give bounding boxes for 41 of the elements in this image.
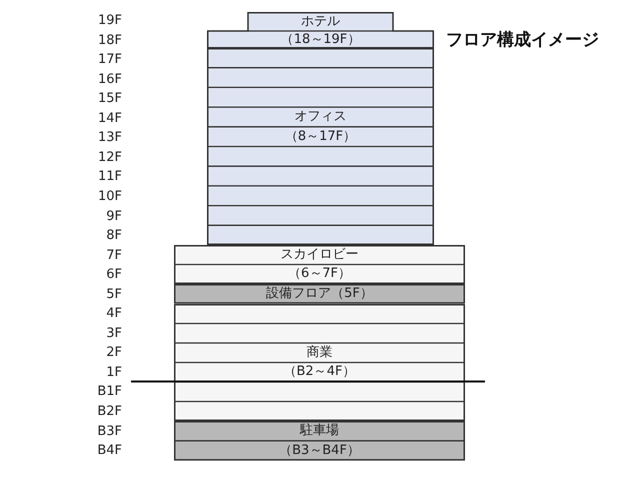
section-label: 商業 [306, 344, 332, 361]
floor-number: B2F [97, 404, 122, 419]
floor-range-label: （B2～4F） [284, 364, 356, 380]
floor-number: 3F [106, 326, 122, 341]
floor-number: 2F [106, 345, 122, 360]
floor-number: B4F [97, 443, 122, 458]
floor-number: 19F [98, 13, 122, 28]
floor-number: B3F [97, 424, 122, 439]
floor-number: 17F [98, 52, 122, 68]
floor-number: 5F [106, 286, 122, 302]
floor-number: 13F [98, 130, 122, 146]
floor-number: 12F [98, 150, 122, 165]
floor-number: 10F [98, 188, 122, 204]
sky-lobby-section [174, 245, 465, 284]
floor-number: 7F [106, 248, 122, 263]
section-label: 駐車場 [300, 422, 339, 439]
floor-number: 15F [98, 91, 122, 106]
floor-number: 16F [98, 72, 122, 87]
floor-number: 9F [106, 208, 122, 224]
equipment-floor-section [174, 284, 465, 304]
floor-number: 6F [106, 267, 122, 282]
floor-number: B1F [97, 384, 122, 400]
section-label: 設備フロア（5F） [266, 286, 373, 302]
section-label: スカイロビー [280, 246, 358, 263]
floor-number: 11F [98, 169, 122, 184]
floor-range-label: （18～19F） [280, 32, 360, 48]
floor-range-label: （8～17F） [284, 128, 356, 145]
floor-number: 18F [98, 32, 122, 48]
floor-number: 8F [106, 228, 122, 244]
floor-number: 14F [98, 110, 122, 126]
parking-section [174, 421, 465, 461]
hotel-section [207, 12, 434, 48]
section-label: ホテル [301, 14, 340, 30]
section-label: オフィス [294, 108, 346, 125]
office-section [207, 48, 434, 245]
title: フロア構成イメージ [446, 30, 599, 50]
floor-number: 1F [106, 364, 122, 380]
commercial-section [174, 304, 465, 421]
floor-range-label: （6～7F） [288, 266, 352, 282]
floor-range-label: （B3～B4F） [279, 442, 360, 459]
floor-number: 4F [106, 306, 122, 322]
